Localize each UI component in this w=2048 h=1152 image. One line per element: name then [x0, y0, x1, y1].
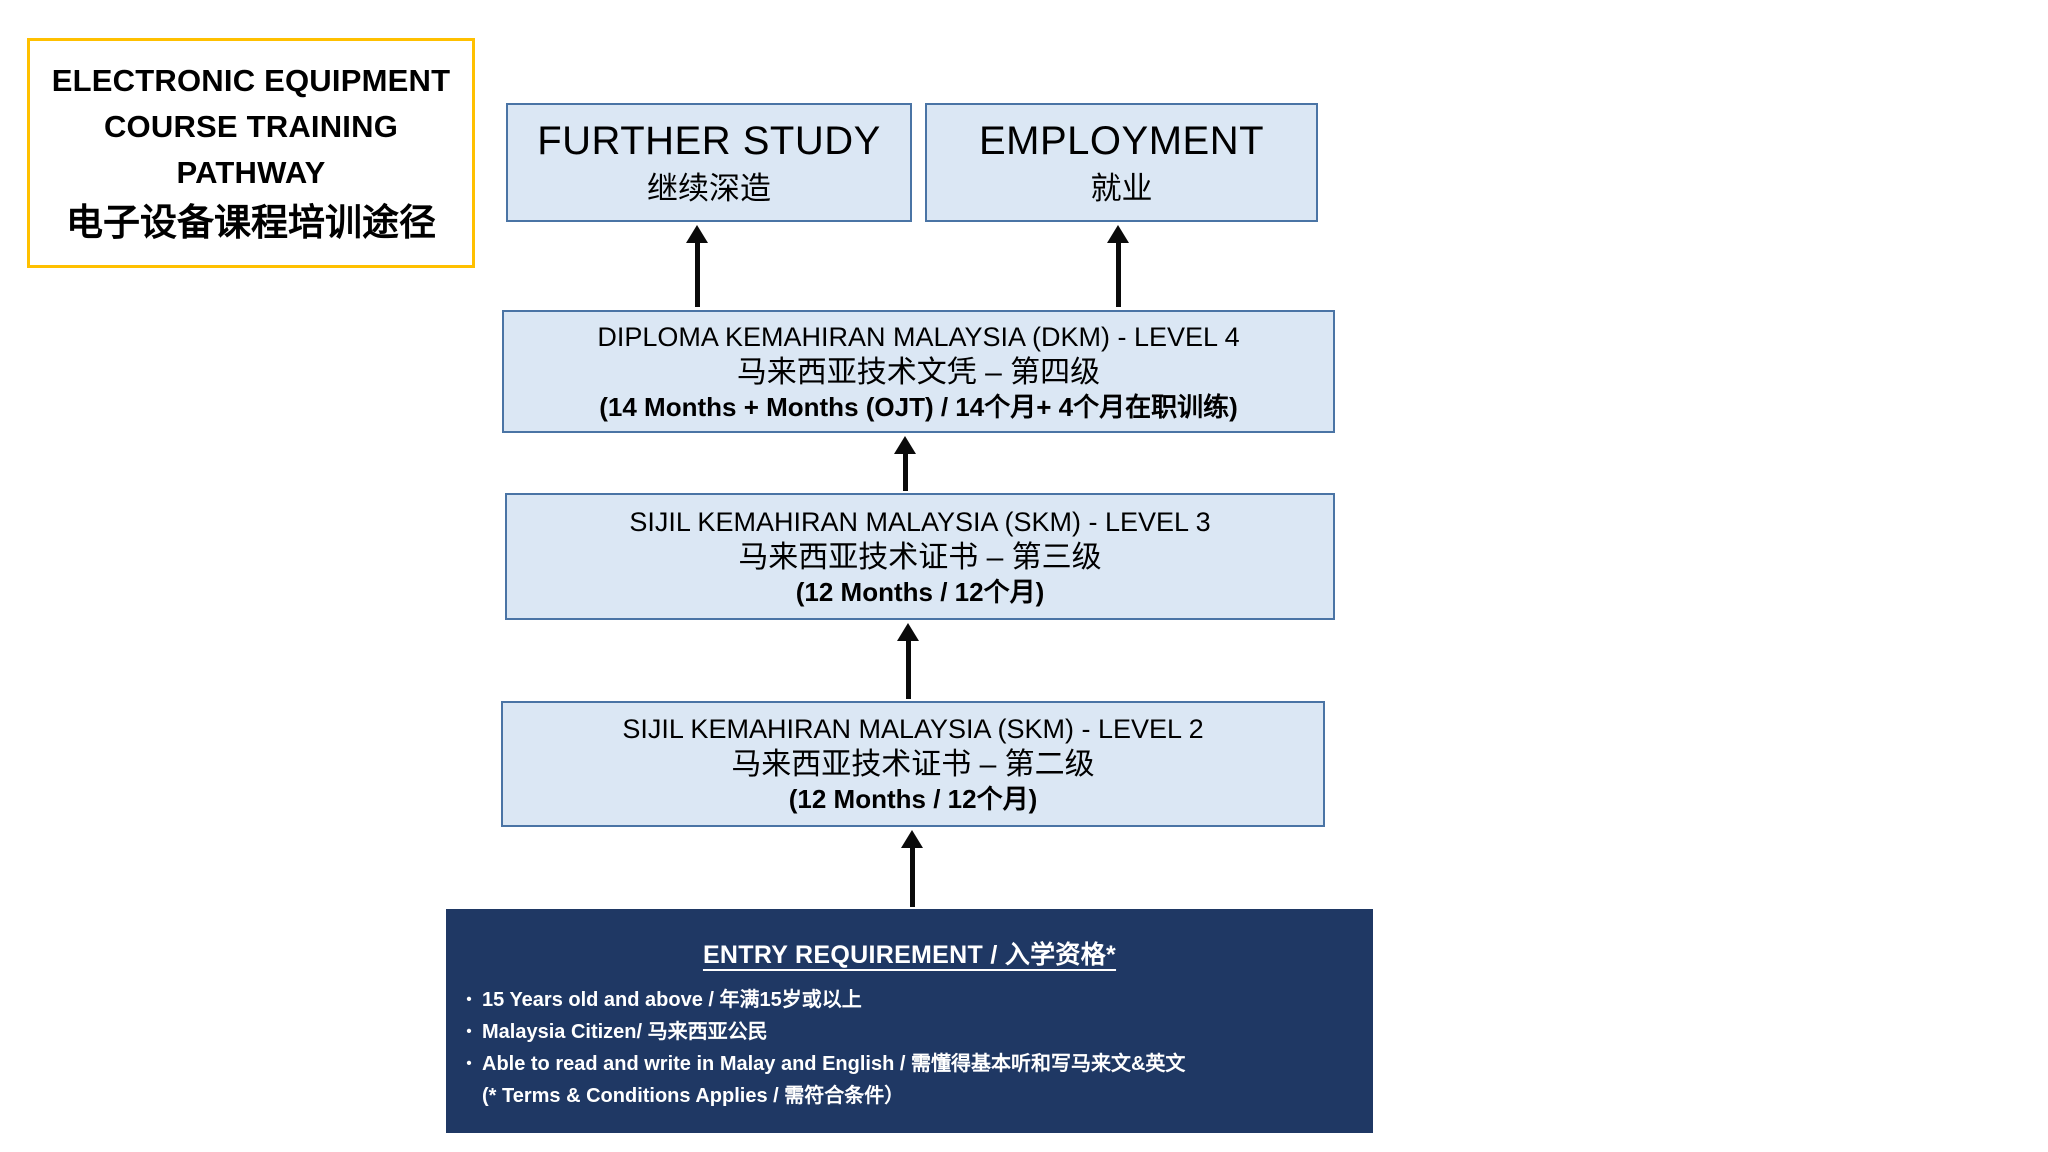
skm-level2-duration: (12 Months / 12个月): [788, 784, 1038, 814]
arrow-line: [909, 847, 915, 907]
course-title-line-3: PATHWAY: [176, 155, 326, 190]
skm-level3-duration: (12 Months / 12个月): [795, 576, 1045, 607]
dkm-level4-duration: (14 Months + Months (OJT) / 14个月+ 4个月在职训…: [599, 391, 1238, 422]
arrow-line: [1115, 242, 1121, 307]
employment-box: EMPLOYMENT 就业: [925, 103, 1318, 222]
further-study-label-chinese: 继续深造: [647, 170, 771, 206]
arrow-dkm-to-further-study: [685, 225, 709, 307]
skm-level2-box: SIJIL KEMAHIRAN MALAYSIA (SKM) - LEVEL 2…: [501, 701, 1325, 827]
further-study-label: FURTHER STUDY: [537, 118, 881, 163]
arrow-up-icon: [901, 830, 923, 848]
employment-label-chinese: 就业: [1090, 170, 1153, 206]
entry-requirement-list: • 15 Years old and above / 年满15岁或以上 • Ma…: [446, 984, 1373, 1112]
course-title-chinese: 电子设备课程培训途径: [66, 202, 436, 243]
dkm-level4-title: DIPLOMA KEMAHIRAN MALAYSIA (DKM) - LEVEL…: [597, 321, 1240, 352]
skm-level3-title-chinese: 马来西亚技术证书 – 第三级: [738, 540, 1102, 574]
course-title-line-1: ELECTRONIC EQUIPMENT: [51, 63, 451, 98]
list-item: • Malaysia Citizen/ 马来西亚公民: [456, 1016, 1373, 1048]
dkm-level4-box: DIPLOMA KEMAHIRAN MALAYSIA (DKM) - LEVEL…: [502, 310, 1335, 433]
skm-level2-title-chinese: 马来西亚技术证书 – 第二级: [731, 748, 1095, 781]
dkm-level4-title-chinese: 马来西亚技术文凭 – 第四级: [736, 355, 1101, 389]
list-item: • Able to read and write in Malay and En…: [456, 1048, 1373, 1080]
arrow-entry-to-skm2: [900, 830, 924, 907]
entry-requirement-title: ENTRY REQUIREMENT / 入学资格*: [702, 941, 1117, 969]
entry-requirement-terms-note: (* Terms & Conditions Applies / 需符合条件）: [482, 1085, 905, 1107]
course-title-line-2: COURSE TRAINING: [103, 109, 399, 144]
bullet-icon: •: [466, 1055, 472, 1072]
skm-level3-box: SIJIL KEMAHIRAN MALAYSIA (SKM) - LEVEL 3…: [505, 493, 1335, 620]
bullet-icon: •: [466, 1023, 472, 1040]
course-title-box: ELECTRONIC EQUIPMENT COURSE TRAINING PAT…: [27, 38, 475, 268]
bullet-icon: •: [466, 991, 472, 1008]
entry-requirement-item-3: Able to read and write in Malay and Engl…: [482, 1053, 1186, 1075]
skm-level2-title: SIJIL KEMAHIRAN MALAYSIA (SKM) - LEVEL 2: [622, 714, 1204, 744]
arrow-up-icon: [894, 436, 916, 454]
arrow-line: [694, 242, 700, 307]
entry-requirement-item-2: Malaysia Citizen/ 马来西亚公民: [482, 1021, 768, 1043]
entry-requirement-box: ENTRY REQUIREMENT / 入学资格* • 15 Years old…: [446, 909, 1373, 1133]
skm-level3-title: SIJIL KEMAHIRAN MALAYSIA (SKM) - LEVEL 3: [629, 506, 1211, 537]
arrow-skm2-to-skm3: [896, 623, 920, 699]
list-item: • 15 Years old and above / 年满15岁或以上: [456, 984, 1373, 1016]
arrow-up-icon: [897, 623, 919, 641]
arrow-up-icon: [1107, 225, 1129, 243]
arrow-up-icon: [686, 225, 708, 243]
entry-requirement-item-1: 15 Years old and above / 年满15岁或以上: [482, 989, 862, 1011]
arrow-skm3-to-dkm: [893, 436, 917, 491]
arrow-line: [905, 640, 911, 699]
arrow-line: [902, 453, 908, 491]
further-study-box: FURTHER STUDY 继续深造: [506, 103, 912, 222]
arrow-dkm-to-employment: [1106, 225, 1130, 307]
employment-label: EMPLOYMENT: [978, 118, 1265, 163]
